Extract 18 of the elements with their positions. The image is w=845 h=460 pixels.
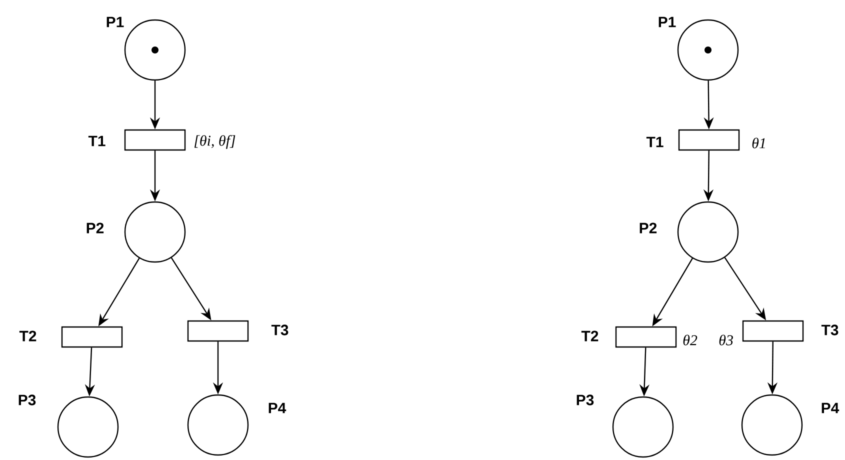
place-label: P3 (576, 394, 594, 406)
transition-label: T1 (646, 136, 664, 148)
transition-label: T1 (88, 136, 106, 146)
place-label: P4 (268, 402, 286, 414)
place-label: P3 (18, 394, 36, 406)
delay-label: θ3 (719, 334, 733, 346)
delay-label: θ1 (752, 138, 765, 148)
transition-label: T2 (581, 330, 598, 342)
place-label: P1 (106, 16, 124, 28)
place-label: P2 (640, 222, 657, 234)
transition-label: T3 (821, 324, 838, 336)
delay-label: [θi, θf] (194, 135, 236, 149)
transition-label: T2 (19, 330, 36, 342)
transition-label: T3 (271, 324, 288, 336)
place-label: P4 (822, 402, 840, 414)
delay-label: θ2 (683, 334, 698, 346)
place-label: P2 (86, 222, 104, 234)
place-label: P1 (658, 16, 676, 28)
